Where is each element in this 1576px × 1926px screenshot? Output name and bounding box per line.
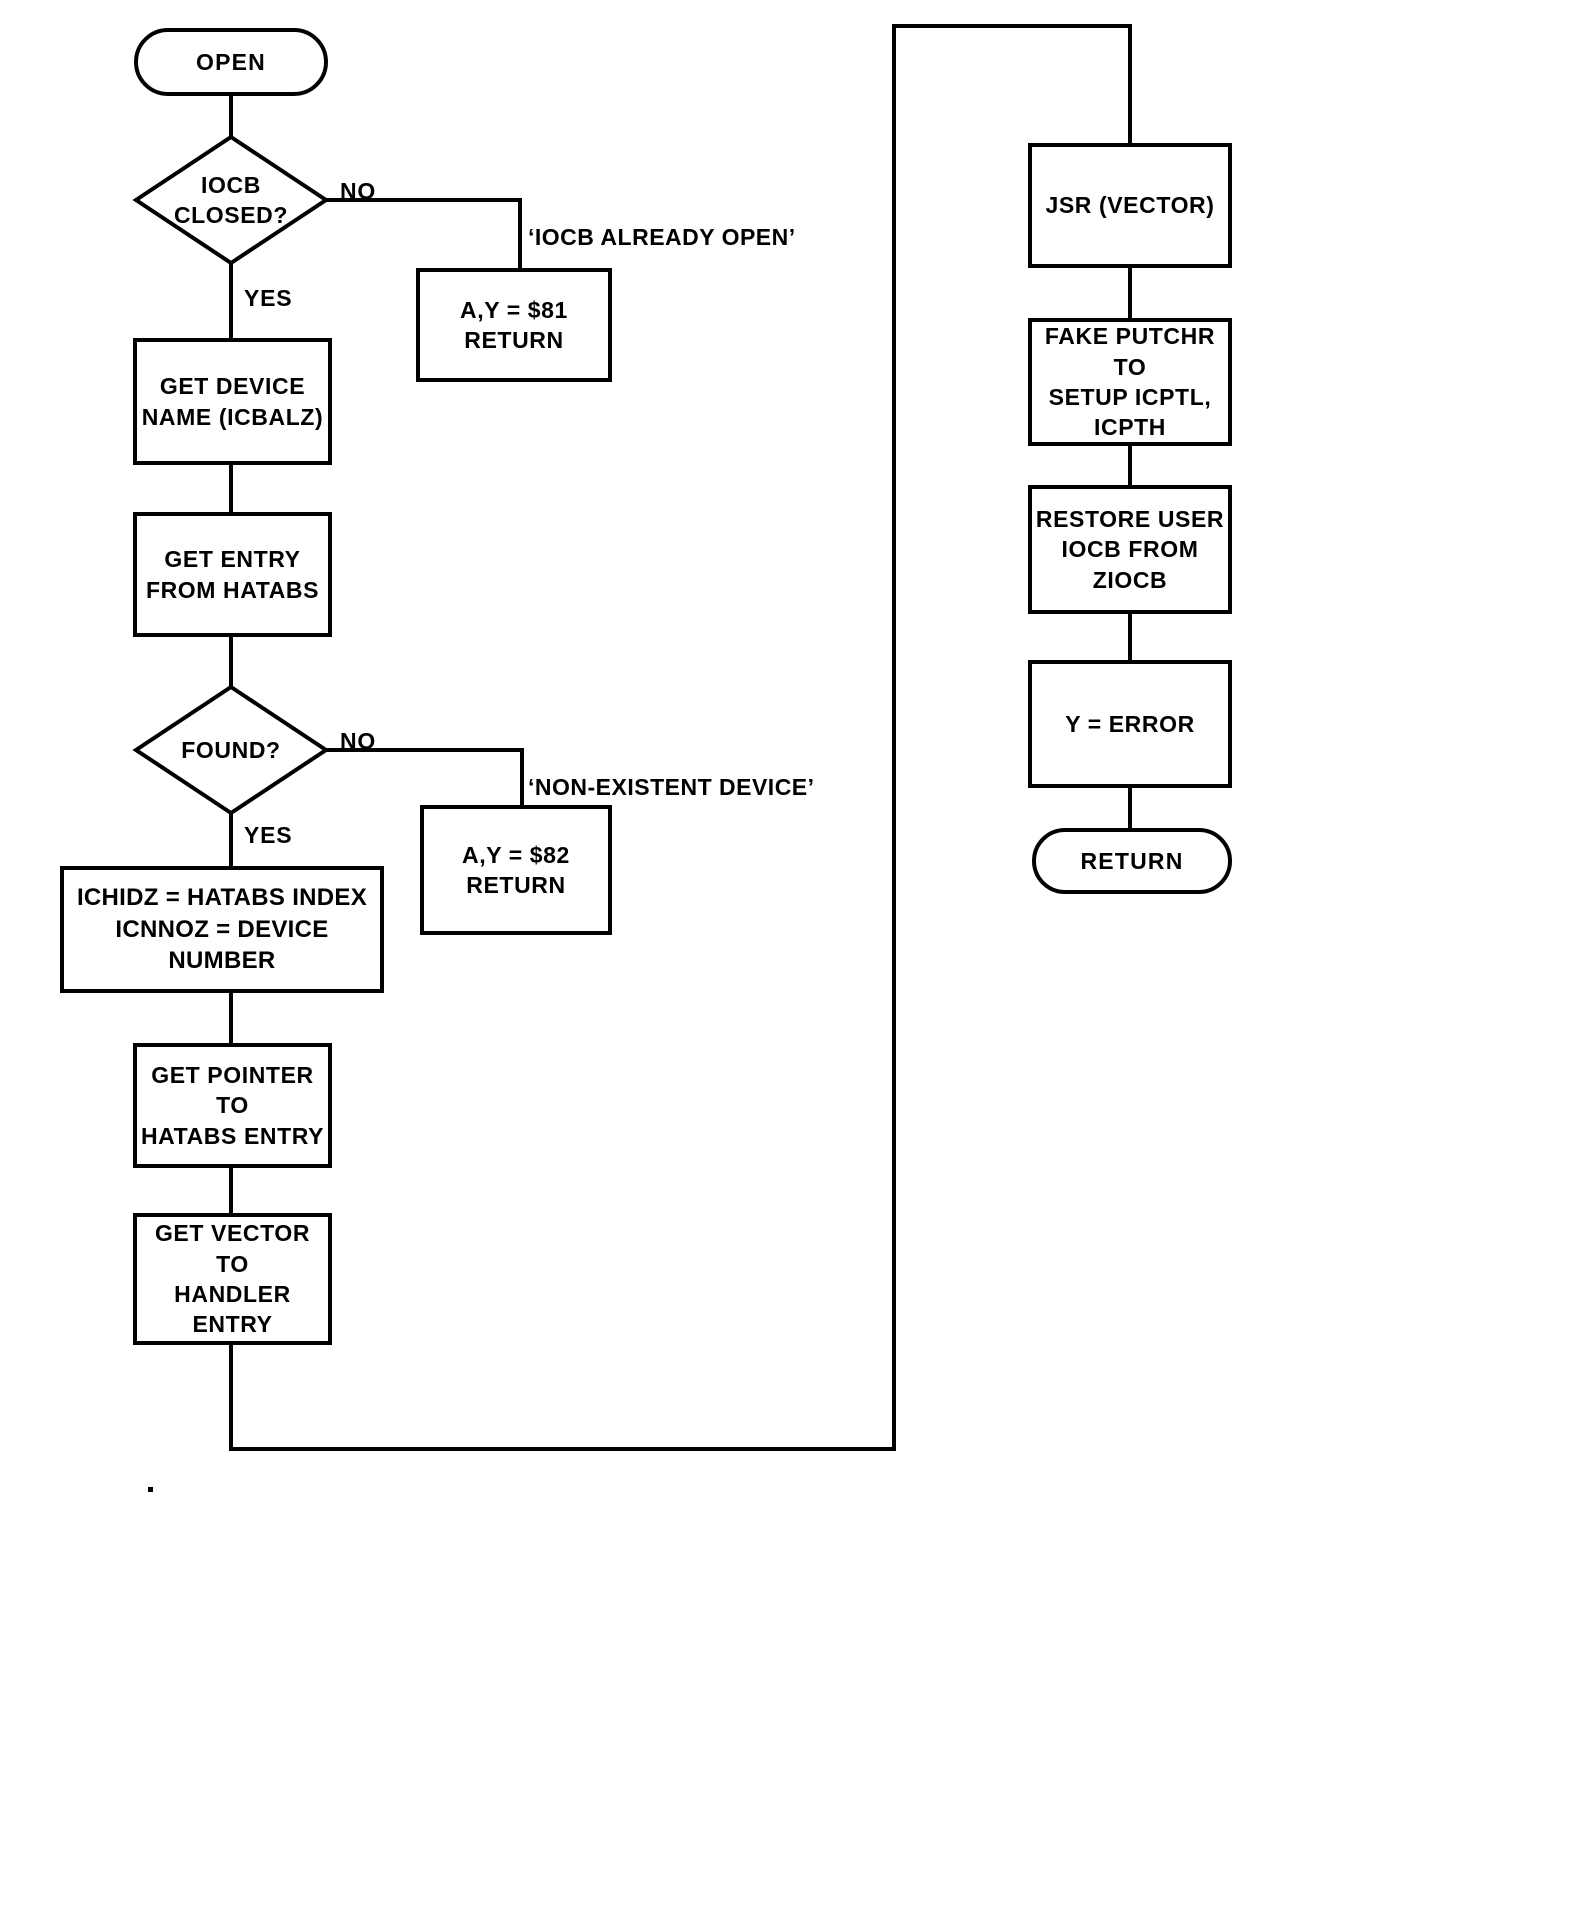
edge-label-yes-found: YES [244, 822, 293, 848]
node-set-ichidz-icnnoz-label: ICHIDZ = HATABS INDEX ICNNOZ = DEVICE NU… [76, 883, 368, 975]
node-jsr-vector[interactable]: JSR (VECTOR) [1028, 143, 1232, 268]
edge-label-no-found: NO [340, 728, 377, 754]
node-open-terminal[interactable]: OPEN [134, 28, 328, 96]
node-error-82[interactable]: A,Y = $82 RETURN [420, 805, 612, 935]
annotation-iocb-already-open: ‘IOCB ALREADY OPEN’ [528, 224, 796, 250]
edge-iocb-no-to-err81 [324, 198, 522, 270]
node-y-error-label: Y = ERROR [1065, 710, 1195, 737]
annotation-non-existent-device: ‘NON-EXISTENT DEVICE’ [528, 774, 815, 800]
edge-label-yes-iocb: YES [244, 285, 293, 311]
node-get-entry-from-hatabs-label: GET ENTRY FROM HATABS [145, 546, 320, 603]
node-error-81[interactable]: A,Y = $81 RETURN [416, 268, 612, 382]
node-get-device-name[interactable]: GET DEVICE NAME (ICBALZ) [133, 338, 332, 465]
node-return-terminal-label: RETURN [1080, 847, 1184, 874]
node-get-pointer-to-hatabs-entry[interactable]: GET POINTER TO HATABS ENTRY [133, 1043, 332, 1168]
edge-found-no-to-err82 [324, 748, 524, 807]
node-get-vector-to-handler-entry[interactable]: GET VECTOR TO HANDLER ENTRY [133, 1213, 332, 1345]
node-set-ichidz-icnnoz[interactable]: ICHIDZ = HATABS INDEX ICNNOZ = DEVICE NU… [60, 866, 384, 993]
node-restore-user-iocb-label: RESTORE USER IOCB FROM ZIOCB [1035, 505, 1225, 593]
node-restore-user-iocb[interactable]: RESTORE USER IOCB FROM ZIOCB [1028, 485, 1232, 614]
node-jsr-vector-label: JSR (VECTOR) [1045, 192, 1215, 219]
scan-artifact-dot [148, 1487, 153, 1492]
node-error-82-label: A,Y = $82 RETURN [462, 841, 570, 898]
node-get-entry-from-hatabs[interactable]: GET ENTRY FROM HATABS [133, 512, 332, 637]
node-iocb-closed-label: IOCB CLOSED? [173, 171, 289, 228]
edge-label-no-iocb: NO [340, 178, 377, 204]
node-return-terminal[interactable]: RETURN [1032, 828, 1232, 894]
node-found-decision[interactable]: FOUND? [136, 687, 326, 813]
node-iocb-closed-decision[interactable]: IOCB CLOSED? [136, 137, 326, 263]
node-found-label: FOUND? [181, 736, 281, 763]
node-error-81-label: A,Y = $81 RETURN [460, 296, 568, 353]
node-get-pointer-to-hatabs-entry-label: GET POINTER TO HATABS ENTRY [140, 1061, 325, 1149]
node-fake-putchr-label: FAKE PUTCHR TO SETUP ICPTL, ICPTH [1044, 323, 1216, 441]
node-get-vector-to-handler-entry-label: GET VECTOR TO HANDLER ENTRY [154, 1220, 311, 1338]
node-get-device-name-label: GET DEVICE NAME (ICBALZ) [141, 373, 324, 430]
node-y-error[interactable]: Y = ERROR [1028, 660, 1232, 788]
node-fake-putchr[interactable]: FAKE PUTCHR TO SETUP ICPTL, ICPTH [1028, 318, 1232, 446]
node-open-label: OPEN [196, 48, 266, 75]
